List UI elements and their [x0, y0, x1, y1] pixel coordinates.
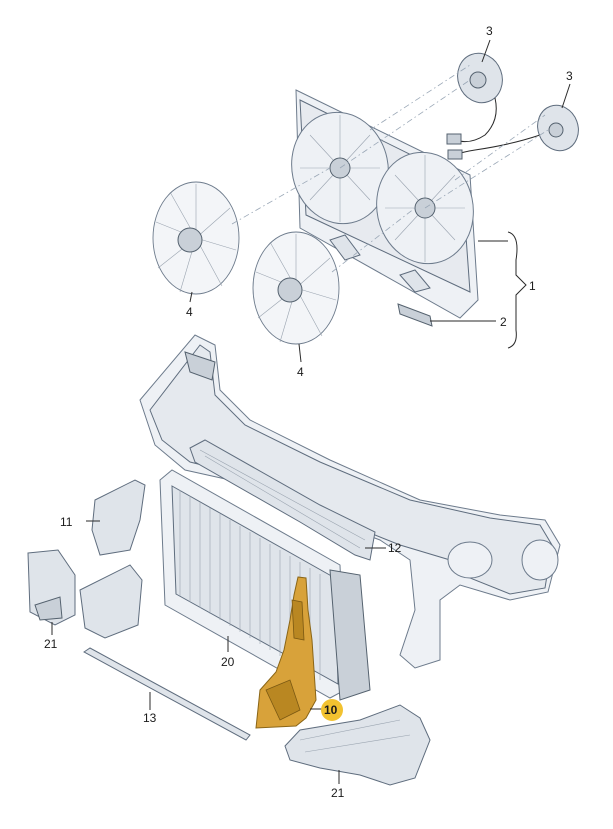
lower-air-guide-21 — [284, 704, 431, 786]
assembly-axis-lines — [231, 64, 549, 273]
callout-4-right: 4 — [297, 365, 304, 379]
callout-13: 13 — [143, 711, 157, 725]
air-duct-upper — [189, 439, 376, 561]
callout-10-badge — [321, 699, 343, 721]
lock-carrier-front-end — [139, 334, 561, 669]
callout-10: 10 — [324, 703, 338, 717]
callout-2: 2 — [500, 315, 507, 329]
fan-shroud-frame — [291, 89, 479, 319]
callout-labels: 3 3 1 2 4 4 11 12 21 20 13 21 — [44, 24, 573, 800]
fan-motor-right — [447, 104, 579, 160]
callout-11: 11 — [60, 515, 73, 529]
seal-strip-13 — [83, 647, 251, 741]
callout-21-lower: 21 — [331, 786, 345, 800]
side-air-guide-11 — [79, 479, 146, 639]
fan-blade-left — [152, 181, 240, 295]
side-seal-21-left — [27, 549, 76, 626]
callout-10-highlight: 10 — [321, 699, 343, 721]
callout-3-left: 3 — [486, 24, 493, 38]
callout-3-right: 3 — [566, 69, 573, 83]
leader-lines — [51, 39, 571, 784]
callout-4-left: 4 — [186, 305, 193, 319]
fan-motor-left — [446, 52, 503, 145]
callout-20: 20 — [221, 655, 235, 669]
air-guide-highlighted — [255, 576, 317, 729]
callout-1: 1 — [529, 279, 536, 293]
callout-12: 12 — [388, 541, 402, 555]
callout-21-left: 21 — [44, 637, 58, 651]
rubber-mount-pad — [397, 303, 433, 327]
fan-blade-right — [252, 231, 340, 345]
